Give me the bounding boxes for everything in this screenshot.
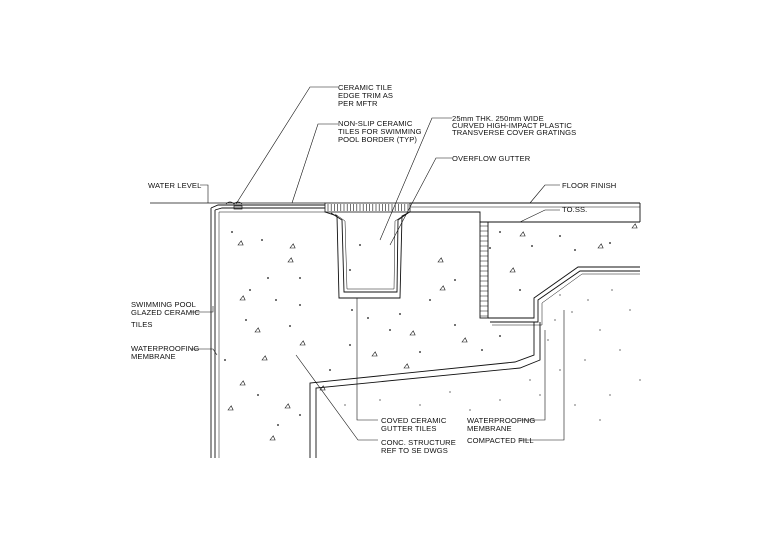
- concrete-hatching: [224, 223, 638, 441]
- waterproofing-membrane-right: [309, 322, 541, 458]
- label-line: SWIMMING POOL: [131, 300, 196, 309]
- callout-cover-gratings: 25mm THK. 250mm WIDE CURVED HIGH-IMPACT …: [452, 114, 576, 137]
- label-line: COVED CERAMIC: [381, 416, 447, 425]
- label-line: MEMBRANE: [467, 424, 512, 433]
- cover-grating: [324, 202, 411, 213]
- compacted-fill-hatching: [344, 289, 641, 421]
- label-line: TILES FOR SWIMMING: [338, 127, 422, 136]
- label-line: CERAMIC TILE: [338, 83, 392, 92]
- deck-floor-finish: [410, 202, 641, 223]
- callout-coved-tiles: COVED CERAMIC GUTTER TILES: [381, 416, 447, 433]
- label-line: PER MFTR: [338, 99, 378, 108]
- callout-compacted-fill: COMPACTED FILL: [467, 436, 534, 445]
- callout-to-ss: TO.SS.: [562, 205, 587, 214]
- callout-waterproofing-right: WATERPROOFING MEMBRANE: [467, 416, 535, 433]
- label-line: EDGE TRIM AS: [338, 91, 393, 100]
- label-line: NON-SLIP CERAMIC: [338, 119, 413, 128]
- edge-trim: [225, 201, 243, 210]
- callout-pool-tiles: SWIMMING POOL GLAZED CERAMIC TILES: [131, 300, 200, 329]
- callout-ceramic-tile-trim: CERAMIC TILE EDGE TRIM AS PER MFTR: [338, 83, 393, 108]
- callout-overflow-gutter: OVERFLOW GUTTER: [452, 154, 531, 163]
- label-line: CONC. STRUCTURE: [381, 438, 456, 447]
- label-line: GLAZED CERAMIC: [131, 308, 200, 317]
- callout-floor-finish: FLOOR FINISH: [562, 181, 616, 190]
- label-line: REF TO SE DWGS: [381, 446, 448, 455]
- callout-water-level: WATER LEVEL: [148, 181, 201, 190]
- label-line: 25mm THK. 250mm WIDE: [452, 114, 544, 123]
- step-tile-block: [479, 221, 640, 326]
- label-line: WATERPROOFING: [131, 344, 199, 353]
- label-line: GUTTER TILES: [381, 424, 437, 433]
- label-line: CURVED HIGH-IMPACT PLASTIC: [452, 121, 572, 130]
- label-line: MEMBRANE: [131, 352, 176, 361]
- leader-lines: [190, 86, 565, 441]
- label-line: TILES: [131, 320, 153, 329]
- callout-non-slip-tiles: NON-SLIP CERAMIC TILES FOR SWIMMING POOL…: [338, 119, 422, 144]
- pool-wall-tiles: [210, 204, 325, 458]
- callout-conc-structure: CONC. STRUCTURE REF TO SE DWGS: [381, 438, 456, 455]
- label-line: TRANSVERSE COVER GRATINGS: [452, 128, 576, 137]
- overflow-gutter-channel: [324, 211, 411, 299]
- callout-waterproofing-left: WATERPROOFING MEMBRANE: [131, 344, 199, 361]
- label-line: WATERPROOFING: [467, 416, 535, 425]
- label-line: POOL BORDER (TYP): [338, 135, 417, 144]
